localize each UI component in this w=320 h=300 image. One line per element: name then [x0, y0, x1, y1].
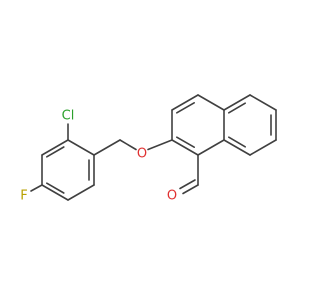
- bond: [228, 136, 246, 148]
- bond: [30, 184, 43, 192]
- molecule-structure: Cl F O O: [0, 0, 300, 300]
- bond: [171, 94, 199, 111]
- bond: [93, 139, 121, 156]
- bond: [171, 139, 199, 156]
- fluorine-label: F: [20, 189, 27, 204]
- bond: [197, 139, 225, 156]
- bond: [147, 139, 173, 151]
- bond: [67, 184, 95, 201]
- chlorine-label: Cl: [62, 109, 75, 124]
- bond: [249, 94, 277, 111]
- bond: [119, 139, 137, 151]
- atom-labels: Cl F O O: [20, 109, 177, 204]
- bond: [179, 179, 196, 190]
- bond: [228, 102, 246, 114]
- bond: [176, 102, 195, 114]
- bond: [45, 146, 65, 158]
- canvas-background: [0, 0, 300, 300]
- bond: [223, 139, 251, 156]
- bond: [41, 139, 69, 156]
- aldehyde-oxygen-label: O: [167, 189, 177, 204]
- bond: [249, 139, 277, 156]
- bond: [41, 184, 69, 201]
- bond: [197, 94, 225, 111]
- bond: [223, 94, 251, 111]
- bond: [67, 139, 95, 156]
- bond: [176, 136, 195, 148]
- bonds: [30, 94, 277, 201]
- bond: [182, 184, 199, 195]
- ether-oxygen-label: O: [137, 147, 147, 162]
- bond: [45, 182, 65, 194]
